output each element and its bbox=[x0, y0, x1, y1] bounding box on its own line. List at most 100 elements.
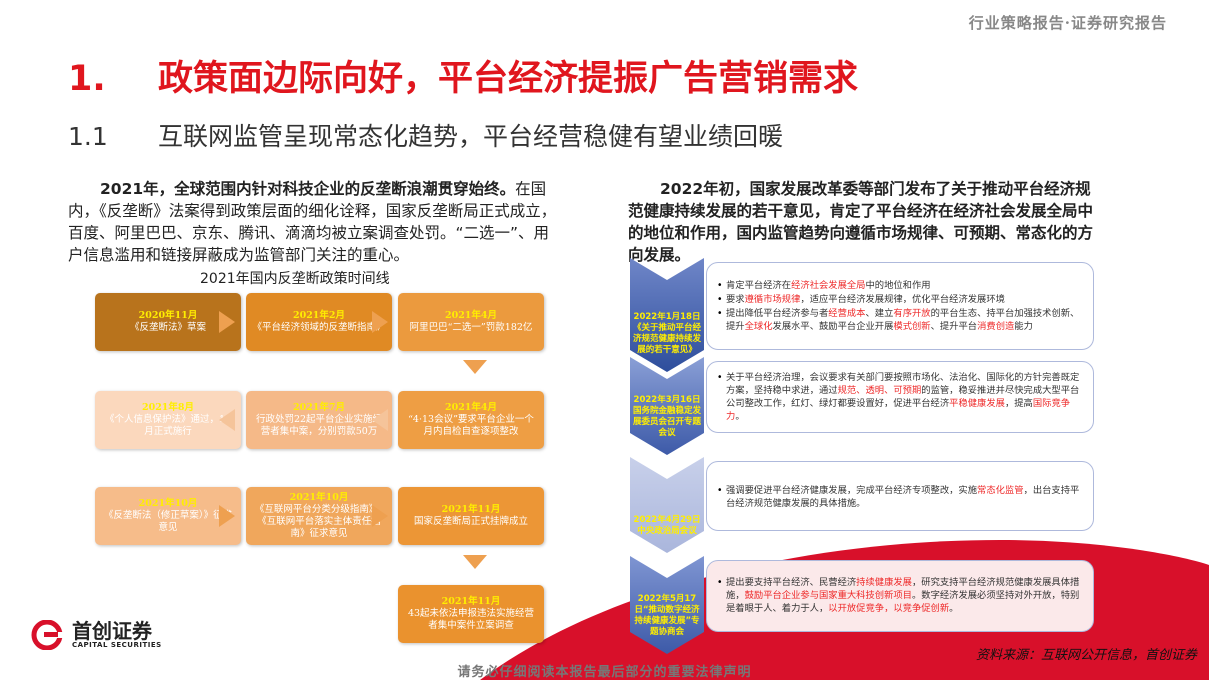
bullet-text: ，提高 bbox=[1004, 397, 1033, 409]
title-number: 1. bbox=[68, 59, 106, 99]
bullet-text: ，研究支持平台经济规范健康发展具体措施， bbox=[726, 577, 1080, 601]
bullet-text: ，出台支持平台经济规范健康发展的具体措施。 bbox=[726, 485, 1080, 509]
left-paragraph-body: 在国内，《反垄断》法案得到政策层面的细化诠释，国家反垄断局正式成立，百度、阿里巴… bbox=[68, 180, 557, 264]
policy-bullet: 肯定平台经济在经济社会发展全局中的地位和作用 bbox=[717, 279, 1085, 292]
highlight-text: 国际竞争力 bbox=[726, 397, 1071, 422]
bullet-text: 要求 bbox=[726, 293, 745, 305]
timeline-box: 2021年10月《互联网平台分类分级指南》、《互联网平台落实主体责任指南》征求意… bbox=[246, 487, 392, 545]
policy-date-label: 2022年1月18日《关于推动平台经济规范健康持续发展的若干意见》 bbox=[632, 312, 701, 355]
timeline-date: 2021年7月 bbox=[292, 402, 346, 413]
bullet-text: 。 bbox=[949, 603, 959, 614]
bullet-text: 关于平台经济治理，会议要求有关部门要按照市场化、法治化、国际化的方针完善既定方案… bbox=[726, 371, 1080, 396]
policy-date-label: 2022年4月29日中央政治局会议 bbox=[633, 515, 701, 536]
title-text: 政策面边际向好，平台经济提振广告营销需求 bbox=[158, 59, 859, 99]
bullet-text: 发展水平、鼓励平台企业开展 bbox=[772, 320, 894, 332]
timeline-text: 《平台经济领域的反垄断指南》 bbox=[252, 322, 386, 333]
timeline-text: 《反垄断法》草案 bbox=[129, 322, 206, 333]
policy-bullet: 提出要支持平台经济、民营经济持续健康发展，研究支持平台经济规范健康发展具体措施，… bbox=[717, 576, 1085, 615]
timeline-date: 2021年11月 bbox=[441, 596, 501, 607]
timeline-title: 2021年国内反垄断政策时间线 bbox=[200, 271, 390, 287]
timeline-box: 2021年10月《反垄断法（修正草案）》征求意见 bbox=[95, 487, 241, 545]
source-note: 资料来源：互联网公开信息，首创证券 bbox=[975, 648, 1197, 663]
timeline-arrow-left-icon bbox=[219, 409, 235, 431]
bullet-text: 。数字经济发展必须坚持对外开放，特别是着眼于人、着力于人， bbox=[726, 590, 1080, 614]
timeline-arrow-right-icon bbox=[219, 311, 235, 333]
timeline-box: 2020年11月《反垄断法》草案 bbox=[95, 293, 241, 351]
section-subtitle: 1.1 互联网监管呈现常态化趋势，平台经营稳健有望业绩回暖 bbox=[68, 117, 783, 153]
policy-detail-box: 关于平台经济治理，会议要求有关部门要按照市场化、法治化、国际化的方针完善既定方案… bbox=[706, 361, 1094, 433]
highlight-text: 有序开放 bbox=[893, 307, 931, 319]
timeline-arrow-down-icon bbox=[463, 360, 487, 374]
policy-detail-box: 强调要促进平台经济健康发展，完成平台经济专项整改，实施常态化监管，出台支持平台经… bbox=[706, 461, 1094, 531]
timeline-arrow-right-icon bbox=[372, 505, 388, 527]
left-paragraph: 2021年，全球范围内针对科技企业的反垄断浪潮贯穿始终。在国内，《反垄断》法案得… bbox=[68, 178, 558, 266]
timeline-text: 43起未依法申报违法实施经营者集中案件立案调查 bbox=[407, 608, 535, 631]
highlight-text: 模式创新 bbox=[893, 320, 931, 332]
timeline-date: 2020年11月 bbox=[138, 310, 198, 321]
bullet-text: ，适应平台经济发展规律，优化平台经济发展环境 bbox=[800, 293, 1005, 305]
highlight-text: 持续健康发展 bbox=[856, 577, 912, 588]
bullet-text: 的监管，稳妥推进并尽快完成大型平台公司整改工作，红灯、绿灯都要设置好，促进平台经… bbox=[726, 384, 1080, 409]
bullet-text: 中的地位和作用 bbox=[865, 279, 931, 291]
timeline-text: “4·13会议”要求平台企业一个月内自检自查逐项整改 bbox=[408, 414, 534, 437]
timeline-text: 阿里巴巴“二选一”罚款182亿 bbox=[409, 322, 533, 333]
left-paragraph-lead: 2021年，全球范围内针对科技企业的反垄断浪潮贯穿始终。 bbox=[100, 180, 516, 198]
timeline-arrow-down-icon bbox=[463, 555, 487, 569]
timeline-date: 2021年8月 bbox=[141, 402, 195, 413]
timeline-box: 2021年4月阿里巴巴“二选一”罚款182亿 bbox=[398, 293, 544, 351]
highlight-text: 鼓励平台企业参与国家重大科技创新项目 bbox=[744, 590, 912, 601]
page-title: 1. 政策面边际向好，平台经济提振广告营销需求 bbox=[68, 50, 858, 101]
timeline-text: 《反垄断法（修正草案）》征求意见 bbox=[103, 510, 233, 533]
timeline-date: 2021年2月 bbox=[292, 310, 346, 321]
logo-mark-icon bbox=[31, 620, 68, 650]
right-paragraph: 2022年初，国家发展改革委等部门发布了关于推动平台经济规范健康持续发展的若干意… bbox=[628, 180, 1094, 264]
highlight-text: 遵循市场规律 bbox=[744, 293, 801, 305]
timeline-date: 2021年11月 bbox=[441, 504, 501, 515]
bullet-text: 能力 bbox=[1014, 320, 1033, 332]
bullet-text: 提出要支持平台经济、民营经济 bbox=[726, 577, 857, 588]
policy-detail-box: 提出要支持平台经济、民营经济持续健康发展，研究支持平台经济规范健康发展具体措施，… bbox=[706, 560, 1094, 632]
timeline-date: 2021年10月 bbox=[289, 492, 349, 503]
policy-bullet: 要求遵循市场规律，适应平台经济发展规律，优化平台经济发展环境 bbox=[717, 293, 1085, 306]
chevron-down-icon bbox=[630, 457, 704, 553]
timeline-text: 行政处罚22起平台企业实施经营者集中案，分别罚款50万 bbox=[255, 414, 383, 437]
policy-date-label: 2022年3月16日国务院金融稳定发展委员会召开专题会议 bbox=[632, 395, 701, 438]
timeline-box: 2021年11月国家反垄断局正式挂牌成立 bbox=[398, 487, 544, 545]
highlight-text: 以开放促竞争，以竞争促创新 bbox=[828, 603, 950, 614]
bullet-text: 、建立 bbox=[865, 307, 894, 319]
bullet-text: 提出降低平台经济参与者 bbox=[726, 307, 829, 319]
highlight-text: 经济社会发展全局 bbox=[791, 279, 866, 291]
timeline-text: 《个人信息保护法》通过，11月正式施行 bbox=[104, 414, 232, 437]
legal-footer: 请务必仔细阅读本报告最后部分的重要法律声明 bbox=[457, 665, 752, 680]
timeline-arrow-left-icon bbox=[372, 409, 388, 431]
highlight-text: 全球化 bbox=[744, 320, 773, 332]
highlight-text: 常态化监管 bbox=[977, 485, 1024, 496]
logo-text-cn: 首创证券 bbox=[72, 619, 152, 643]
timeline-arrow-right-icon bbox=[219, 505, 235, 527]
bullet-text: 肯定平台经济在 bbox=[726, 279, 792, 291]
logo-text-en: CAPITAL SECURITIES bbox=[72, 641, 162, 649]
timeline-arrow-right-icon bbox=[372, 311, 388, 333]
policy-bullet: 强调要促进平台经济健康发展，完成平台经济专项整改，实施常态化监管，出台支持平台经… bbox=[717, 484, 1085, 510]
timeline-box: 2021年2月《平台经济领域的反垄断指南》 bbox=[246, 293, 392, 351]
timeline-box: 2021年4月“4·13会议”要求平台企业一个月内自检自查逐项整改 bbox=[398, 391, 544, 449]
highlight-text: 经营成本 bbox=[828, 307, 866, 319]
timeline-box: 2021年8月《个人信息保护法》通过，11月正式施行 bbox=[95, 391, 241, 449]
chevron-down-icon bbox=[630, 258, 704, 372]
report-type-header: 行业策略报告·证券研究报告 bbox=[968, 14, 1167, 32]
timeline-text: 《互联网平台分类分级指南》、《互联网平台落实主体责任指南》征求意见 bbox=[254, 504, 384, 539]
highlight-text: 消费创造 bbox=[977, 320, 1015, 332]
timeline-date: 2021年4月 bbox=[444, 402, 498, 413]
bullet-text: 、提升平台 bbox=[930, 320, 978, 332]
policy-detail-box: 肯定平台经济在经济社会发展全局中的地位和作用要求遵循市场规律，适应平台经济发展规… bbox=[706, 262, 1094, 350]
chevron-down-icon bbox=[630, 556, 704, 654]
chevron-down-icon bbox=[630, 357, 704, 455]
subtitle-text: 互联网监管呈现常态化趋势，平台经营稳健有望业绩回暖 bbox=[158, 122, 784, 151]
bullet-text: 强调要促进平台经济健康发展，完成平台经济专项整改，实施 bbox=[726, 485, 978, 496]
timeline-date: 2021年10月 bbox=[138, 498, 198, 509]
subtitle-number: 1.1 bbox=[68, 122, 108, 151]
highlight-text: 平稳健康发展 bbox=[949, 397, 1005, 409]
timeline-text: 国家反垄断局正式挂牌成立 bbox=[413, 516, 528, 527]
